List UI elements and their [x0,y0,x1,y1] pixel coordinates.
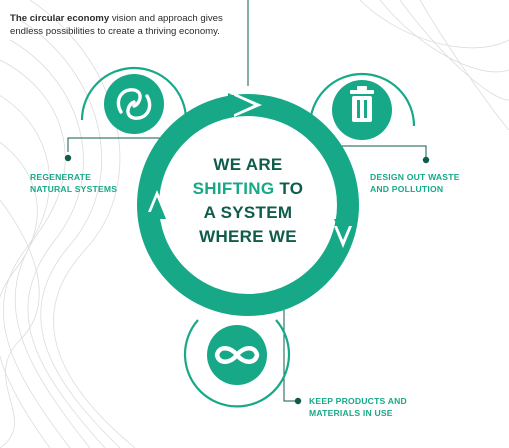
center-strong-word: SHIFTING [192,179,275,198]
intro-rest: vision and approach gives endless possib… [10,13,223,37]
connector-dot-design-out [422,156,430,164]
connector-lines [67,0,427,402]
label-regenerate-line-2: NATURAL SYSTEMS [30,184,118,194]
infinity-icon [214,346,260,364]
label-design-out: DESIGN OUT WASTE AND POLLUTION [370,171,460,195]
connector-dot-keep-products [294,397,302,405]
center-statement: WE ARE SHIFTING TO A SYSTEM WHERE WE [163,153,333,249]
center-line-1: WE ARE [213,155,283,174]
center-line-2: SHIFTING TO [163,177,333,201]
icon-circle-keep-products [183,319,291,408]
connector-dot-regenerate [64,154,72,162]
label-design-out-line-1: DESIGN OUT WASTE [370,172,460,182]
label-design-out-line-2: AND POLLUTION [370,184,444,194]
center-line-3: A SYSTEM [203,203,293,222]
regenerate-icon [116,88,152,120]
label-keep-products: KEEP PRODUCTS AND MATERIALS IN USE [309,395,407,419]
label-regenerate-line-1: REGENERATE [30,172,92,182]
intro-bold: The circular economy [10,13,110,24]
center-line-4: WHERE WE [199,227,297,246]
trash-bin-icon [350,86,374,122]
intro-text: The circular economy vision and approach… [10,12,250,38]
center-line-2-rest: TO [274,179,304,198]
icon-circle-regenerate [80,66,188,134]
label-regenerate: REGENERATE NATURAL SYSTEMS [30,171,117,195]
label-keep-products-line-1: KEEP PRODUCTS AND [309,396,407,406]
icon-circle-design-out [308,72,416,140]
cycle-arrows-ring [137,93,359,316]
label-keep-products-line-2: MATERIALS IN USE [309,408,393,418]
